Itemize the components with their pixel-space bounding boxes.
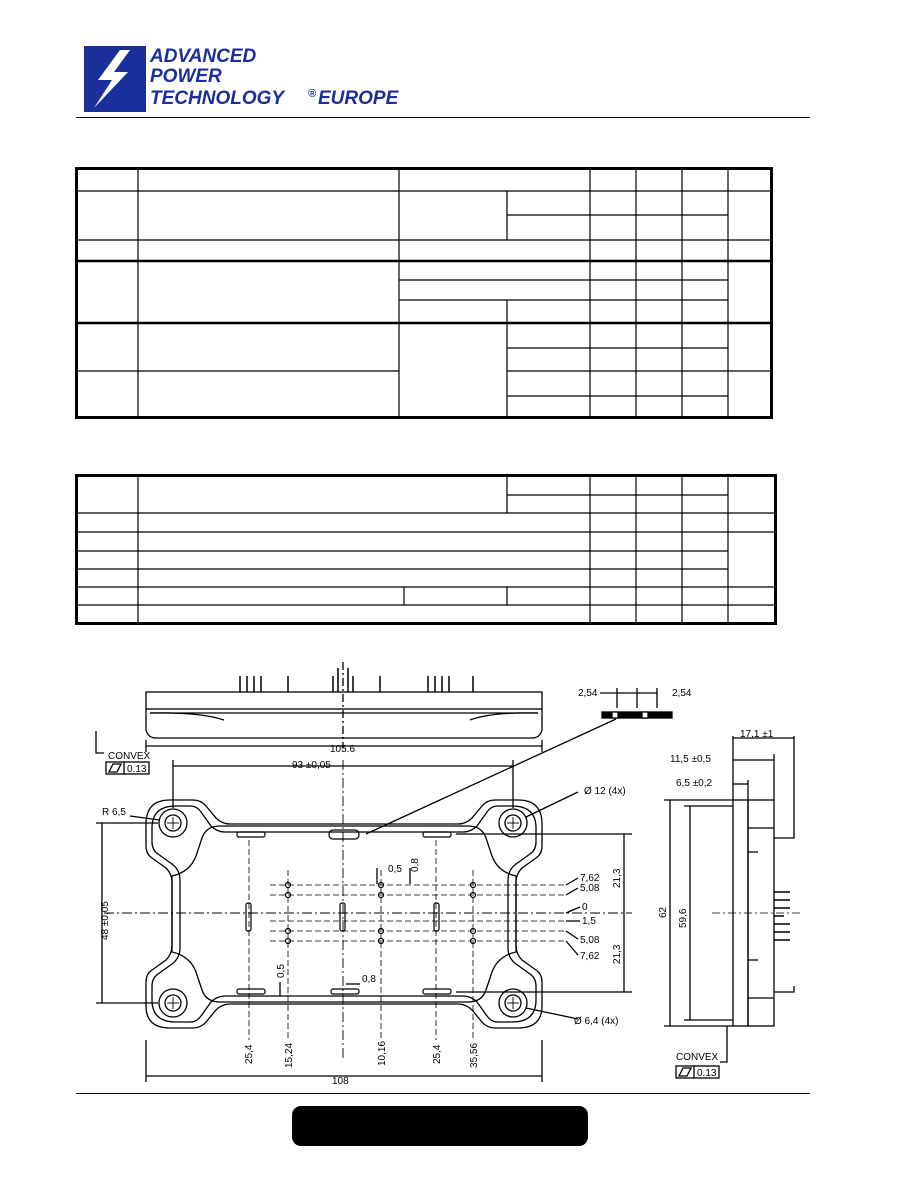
dim-108: 108	[332, 1076, 349, 1087]
dim-x-10-16: 10,16	[377, 1041, 388, 1066]
logo-line-4: EUROPE	[318, 88, 399, 109]
end-view	[664, 736, 800, 1079]
logo-line-2: POWER	[150, 66, 222, 87]
logo-line-1: ADVANCED	[150, 46, 257, 67]
thermal-table-grid	[78, 477, 774, 622]
dim-x-25-4-right: 25,4	[432, 1044, 443, 1064]
characteristics-table-grid	[78, 170, 770, 416]
dim-y-5-08-top: 5,08	[580, 883, 600, 894]
pitch-right-label: 2,54	[672, 688, 692, 699]
thermal-mechanical-table	[75, 474, 777, 625]
dim-105-6: 105.6	[330, 744, 355, 755]
footer-rule	[76, 1093, 810, 1094]
dim-48: 48 ±0,05	[100, 901, 111, 940]
dim-21-3-bottom: 21,3	[612, 944, 623, 964]
header-rule	[76, 117, 810, 118]
dim-hole-dia: Ø 12 (4x)	[584, 786, 626, 797]
dim-x-25-4-left: 25,4	[244, 1044, 255, 1064]
company-logo: ADVANCED POWER TECHNOLOGY ® EUROPE	[84, 46, 424, 112]
pitch-left-label: 2,54	[578, 688, 598, 699]
dim-21-3-top: 21,3	[612, 868, 623, 888]
dim-y-5-08-bottom: 5,08	[580, 935, 600, 946]
dim-0-8-top: 0,8	[410, 858, 421, 872]
dim-y-1-5: 1,5	[582, 916, 596, 927]
dim-0-5-bottom: 0,5	[276, 964, 287, 978]
characteristics-table	[75, 167, 773, 419]
dim-0-5-top: 0,5	[388, 864, 402, 875]
footer-box	[292, 1106, 588, 1146]
logo-line-3: TECHNOLOGY	[150, 88, 285, 109]
end-flatness-value: 0.13	[697, 1068, 717, 1079]
end-convex-label: CONVEX	[676, 1052, 719, 1063]
dim-x-35-56: 35,56	[469, 1043, 480, 1068]
dim-11-5: 11,5 ±0,5	[670, 754, 711, 765]
dim-62: 62	[658, 906, 669, 918]
side-view	[95, 662, 543, 775]
dim-59-6: 59,6	[678, 908, 689, 928]
lightning-logo-icon	[84, 46, 146, 112]
top-view	[96, 760, 632, 1082]
dim-x-15-24: 15,24	[284, 1043, 295, 1068]
dim-6-5: 6,5 ±0,2	[676, 778, 713, 789]
dim-y-7-62-top: 7,62	[580, 873, 600, 884]
dim-radius: R 6,5	[102, 807, 126, 818]
dim-y-0: 0	[582, 902, 588, 913]
dim-17-1: 17,1 ±1	[740, 729, 774, 740]
pitch-detail	[365, 688, 673, 835]
logo-registered-mark: ®	[308, 88, 317, 100]
dim-93: 93 ±0,05	[292, 760, 331, 771]
side-convex-label: CONVEX	[108, 751, 151, 762]
dim-y-7-62-bottom: 7,62	[580, 951, 600, 962]
dim-0-8-bottom: 0,8	[362, 974, 376, 985]
side-flatness-value: 0.13	[127, 764, 147, 775]
dim-mount-dia: Ø 6,4 (4x)	[574, 1016, 618, 1027]
